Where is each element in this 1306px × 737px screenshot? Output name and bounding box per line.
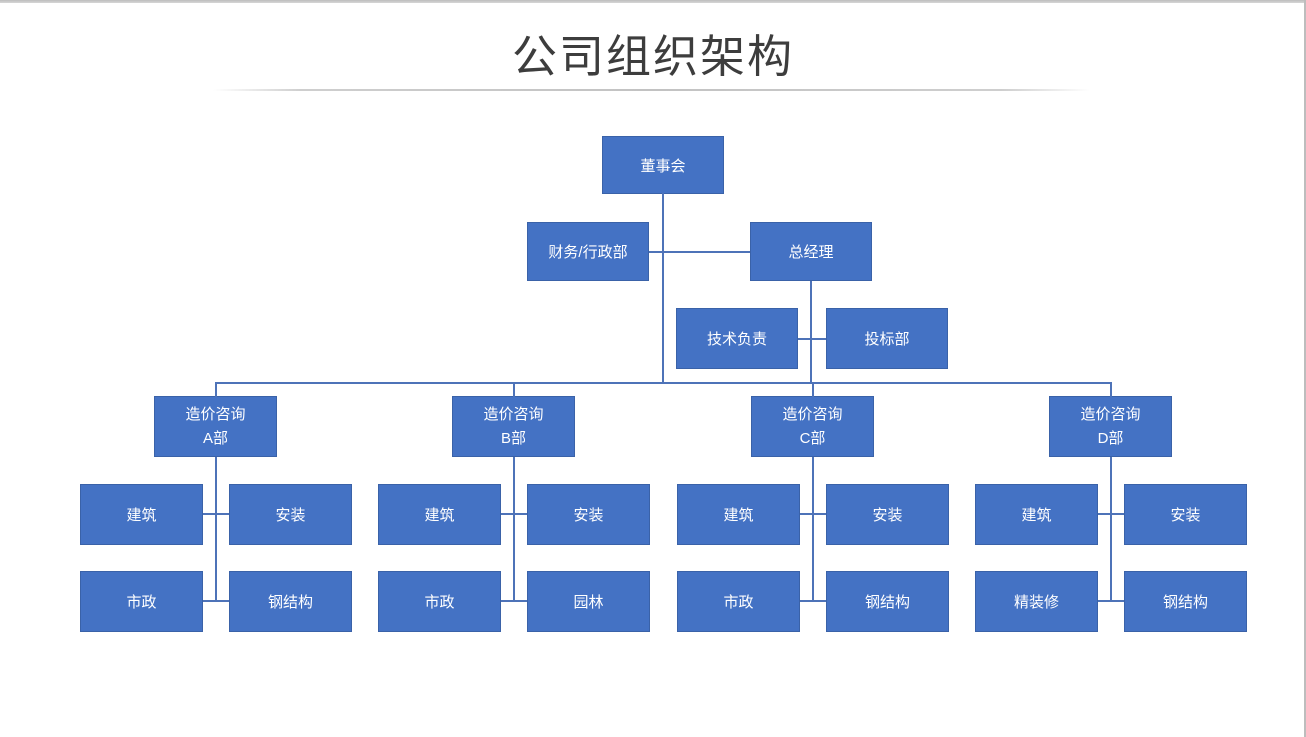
connector-line xyxy=(1098,513,1124,515)
node-dept-d: 造价咨询 D部 xyxy=(1049,396,1172,457)
dept-a-leaf-municipal: 市政 xyxy=(80,571,203,632)
connector-line xyxy=(203,600,229,602)
dept-d-leaf-fine-decoration: 精装修 xyxy=(975,571,1098,632)
connector-line xyxy=(513,457,515,602)
dept-b-leaf-installation: 安装 xyxy=(527,484,650,545)
connector-line xyxy=(1110,382,1112,397)
connector-line xyxy=(812,457,814,602)
dept-b-leaf-municipal: 市政 xyxy=(378,571,501,632)
top-edge-line xyxy=(0,0,1306,3)
dept-c-line2: C部 xyxy=(799,429,826,447)
connector-line xyxy=(215,382,217,397)
connector-line xyxy=(800,513,826,515)
dept-b-leaf-landscape: 园林 xyxy=(527,571,650,632)
dept-d-leaf-installation: 安装 xyxy=(1124,484,1247,545)
connector-line xyxy=(501,600,527,602)
dept-d-line2: D部 xyxy=(1097,429,1124,447)
node-bidding-dept: 投标部 xyxy=(826,308,948,369)
dept-d-line1: 造价咨询 xyxy=(1080,406,1141,423)
node-finance-admin: 财务/行政部 xyxy=(527,222,649,281)
connector-line xyxy=(798,338,826,340)
dept-b-line2: B部 xyxy=(500,429,526,447)
connector-line xyxy=(800,600,826,602)
chart-title: 公司组织架构 xyxy=(511,31,794,82)
right-edge-line xyxy=(1304,0,1306,737)
node-tech-lead: 技术负责 xyxy=(676,308,798,369)
dept-a-leaf-steel: 钢结构 xyxy=(229,571,352,632)
dept-c-leaf-installation: 安装 xyxy=(826,484,949,545)
connector-line xyxy=(215,382,1111,384)
dept-a-line2: A部 xyxy=(202,429,228,447)
connector-line xyxy=(1098,600,1124,602)
dept-c-line1: 造价咨询 xyxy=(782,406,843,423)
node-dept-a: 造价咨询 A部 xyxy=(154,396,277,457)
node-board: 董事会 xyxy=(602,136,724,194)
connector-line xyxy=(513,382,515,397)
connector-line xyxy=(203,513,229,515)
dept-a-leaf-construction: 建筑 xyxy=(80,484,203,545)
connector-line xyxy=(810,281,812,383)
dept-a-leaf-installation: 安装 xyxy=(229,484,352,545)
node-general-manager: 总经理 xyxy=(750,222,872,281)
connector-line xyxy=(501,513,527,515)
dept-b-line1: 造价咨询 xyxy=(483,406,544,423)
dept-d-leaf-construction: 建筑 xyxy=(975,484,1098,545)
dept-c-leaf-municipal: 市政 xyxy=(677,571,800,632)
connector-line xyxy=(215,457,217,602)
connector-line xyxy=(649,251,750,253)
title-underline xyxy=(213,89,1090,91)
dept-a-line1: 造价咨询 xyxy=(185,406,246,423)
connector-line xyxy=(1110,457,1112,602)
node-dept-b: 造价咨询 B部 xyxy=(452,396,575,457)
node-dept-c: 造价咨询 C部 xyxy=(751,396,874,457)
dept-c-leaf-steel: 钢结构 xyxy=(826,571,949,632)
connector-line xyxy=(812,382,814,397)
dept-d-leaf-steel: 钢结构 xyxy=(1124,571,1247,632)
connector-line xyxy=(662,193,664,383)
dept-c-leaf-construction: 建筑 xyxy=(677,484,800,545)
dept-b-leaf-construction: 建筑 xyxy=(378,484,501,545)
